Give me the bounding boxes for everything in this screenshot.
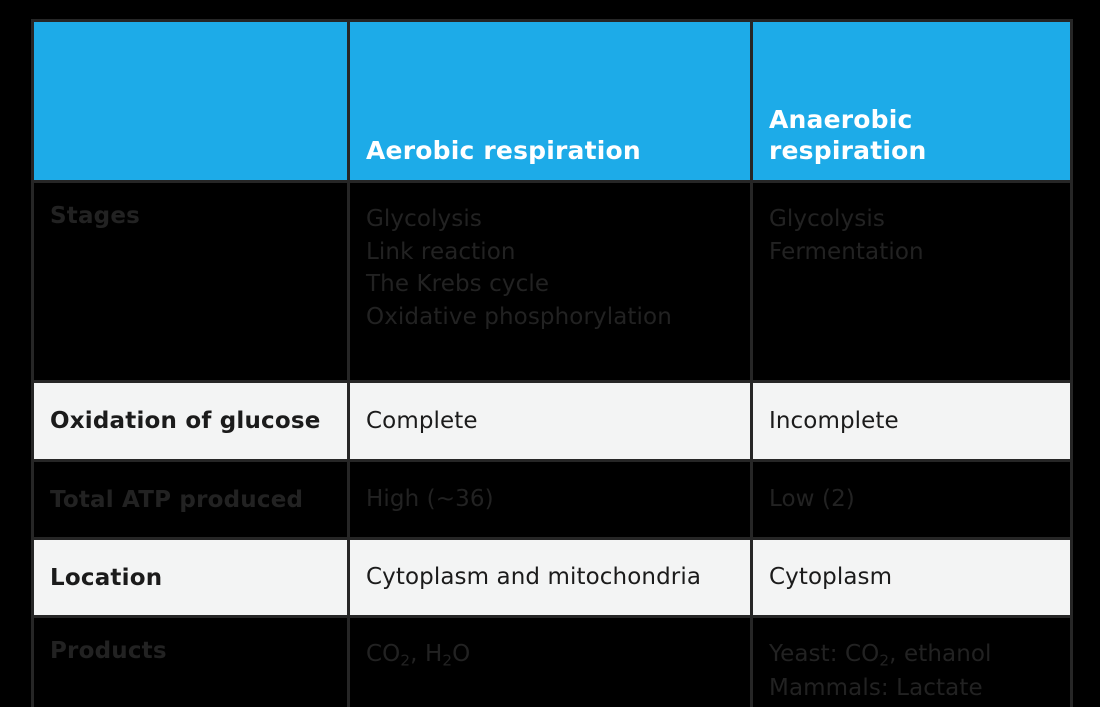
- row-label-oxidation: Oxidation of glucose: [31, 380, 350, 462]
- respiration-comparison-table: Aerobic respiration Anaerobic respiratio…: [31, 19, 1073, 707]
- table-row-stages: Stages Glycolysis Link reaction The Kreb…: [31, 180, 1073, 383]
- cell-stages-anaerobic: Glycolysis Fermentation: [750, 180, 1073, 383]
- table-row-location: Location Cytoplasm and mitochondria Cyto…: [31, 537, 1073, 618]
- row-label-products: Products: [31, 615, 350, 707]
- cell-location-anaerobic: Cytoplasm: [750, 537, 1073, 618]
- row-label-location: Location: [31, 537, 350, 618]
- header-cell-aerobic: Aerobic respiration: [347, 19, 753, 183]
- cell-stages-aerobic: Glycolysis Link reaction The Krebs cycle…: [347, 180, 753, 383]
- cell-atp-aerobic: High (~36): [347, 459, 753, 540]
- text-anaerobic-products-line2: Mammals: Lactate: [769, 674, 983, 701]
- cell-products-aerobic: CO2, H2O: [347, 615, 753, 707]
- cell-oxidation-aerobic: Complete: [347, 380, 753, 462]
- cell-oxidation-anaerobic: Incomplete: [750, 380, 1073, 462]
- cell-atp-anaerobic: Low (2): [750, 459, 1073, 540]
- cell-location-aerobic: Cytoplasm and mitochondria: [347, 537, 753, 618]
- cell-products-anaerobic: Yeast: CO2, ethanol Mammals: Lactate: [750, 615, 1073, 707]
- table-row-atp: Total ATP produced High (~36) Low (2): [31, 459, 1073, 540]
- table-row-oxidation: Oxidation of glucose Complete Incomplete: [31, 380, 1073, 462]
- formula-aerobic-products: CO2, H2O: [366, 641, 471, 670]
- header-cell-blank: [31, 19, 350, 183]
- header-cell-anaerobic: Anaerobic respiration: [750, 19, 1073, 183]
- row-label-stages: Stages: [31, 180, 350, 383]
- table-header-row: Aerobic respiration Anaerobic respiratio…: [31, 19, 1073, 183]
- comparison-table-wrapper: Aerobic respiration Anaerobic respiratio…: [31, 19, 1073, 707]
- row-label-atp: Total ATP produced: [31, 459, 350, 540]
- formula-anaerobic-products-line1: Yeast: CO2, ethanol: [769, 641, 992, 670]
- table-row-products: Products CO2, H2O Yeast: CO2, ethanol Ma…: [31, 615, 1073, 707]
